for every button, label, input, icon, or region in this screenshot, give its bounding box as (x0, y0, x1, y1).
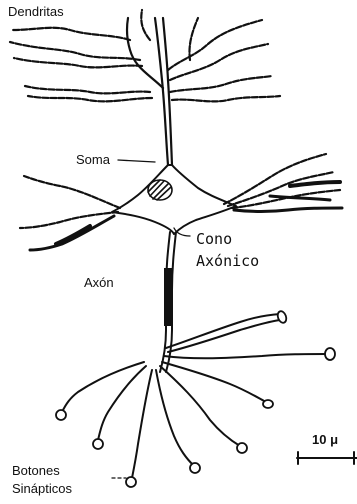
label-botones-line2: Sinápticos (12, 482, 72, 495)
basal-dendrites (20, 154, 342, 250)
leader-lines (112, 160, 190, 478)
soma-body (112, 165, 236, 234)
apical-dendrites (10, 10, 280, 165)
label-dendritas: Dendritas (8, 5, 64, 18)
label-cono-line1: Cono (196, 232, 232, 247)
label-soma: Soma (76, 153, 110, 166)
label-botones-line1: Botones (12, 464, 60, 477)
label-axon: Axón (84, 276, 114, 289)
myelin-segment (164, 268, 173, 326)
scale-bar-line (297, 452, 357, 464)
nucleus (148, 180, 172, 200)
scale-bar-label: 10 μ (312, 433, 338, 446)
axon-terminals (62, 314, 328, 478)
label-cono-line2: Axónico (196, 254, 259, 269)
